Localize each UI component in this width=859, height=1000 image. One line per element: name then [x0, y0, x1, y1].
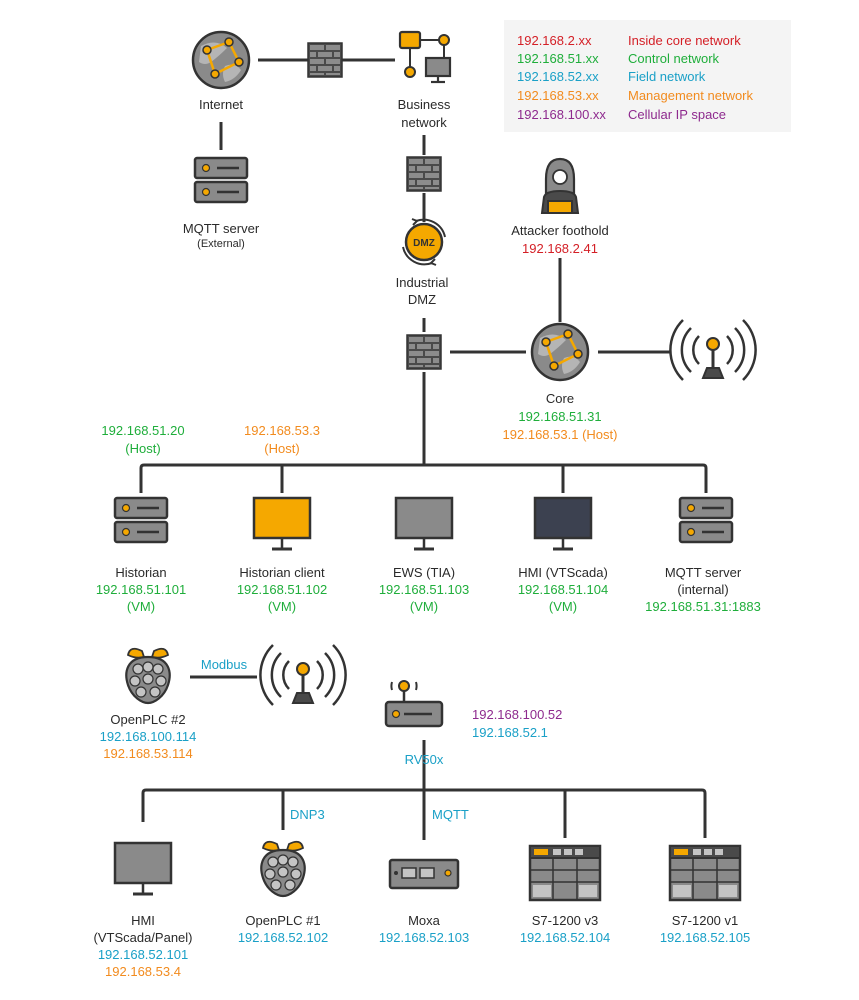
core-ip-control: 192.168.51.31 [518, 409, 602, 424]
historian-client-monitor-icon [252, 496, 312, 551]
field-hmi-ip-field: 192.168.52.101 [97, 947, 189, 962]
ews-vm: (VM) [409, 599, 439, 614]
internet-label: Internet [198, 97, 244, 112]
s7-1200-v3-label: S7-1200 v3 [531, 913, 599, 928]
industrial-dmz-label-line1: Industrial [395, 275, 449, 290]
openplc2-label: OpenPLC #2 [110, 712, 186, 727]
openplc1-raspberry-pi-icon [260, 840, 306, 898]
openplc2-ip-management: 192.168.53.114 [103, 746, 193, 761]
host2-ip: 192.168.53.3 [244, 423, 320, 438]
mqtt-external-sublabel: (External) [197, 238, 245, 250]
legend-label: Inside core network [628, 33, 741, 48]
s7-1200-v1-label: S7-1200 v1 [671, 913, 739, 928]
rv50x-router-icon [384, 680, 444, 728]
attacker-label: Attacker foothold [511, 223, 609, 238]
mqtt-label: MQTT [432, 807, 469, 822]
core-ip-management: 192.168.53.1 (Host) [502, 427, 618, 442]
host1-ip: 192.168.51.20 [101, 423, 185, 438]
host1-label: (Host) [125, 441, 161, 456]
field-hmi-sublabel: (VTScada/Panel) [93, 930, 193, 945]
ews-ip: 192.168.51.103 [378, 582, 470, 597]
field-hmi-monitor-icon [113, 841, 173, 896]
historian-label: Historian [115, 565, 167, 580]
hmi-vtscada-ip: 192.168.51.104 [517, 582, 609, 597]
historian-server-icon [113, 496, 169, 544]
cellular-antenna-icon [668, 318, 758, 382]
ews-label: EWS (TIA) [392, 565, 456, 580]
rv50x-label: RV50x [404, 752, 444, 767]
legend-label: Control network [628, 51, 720, 66]
internet-globe-icon [191, 30, 251, 90]
connection-lines [139, 58, 708, 840]
dmz-icon: DMZ [402, 218, 446, 266]
historian-client-label: Historian client [239, 565, 325, 580]
s7-1200-v1-ip: 192.168.52.105 [659, 930, 751, 945]
mqtt-external-server-icon [193, 156, 249, 204]
legend-ip: 192.168.100.xx [517, 107, 606, 122]
core-globe-icon [530, 322, 590, 382]
field-hmi-ip-management: 192.168.53.4 [105, 964, 181, 979]
field-hmi-label: HMI [131, 913, 155, 928]
attacker-icon [540, 157, 580, 214]
mqtt-internal-sublabel: (internal) [677, 582, 729, 597]
firewall-icon [406, 156, 442, 192]
s7-1200-v3-ip: 192.168.52.104 [519, 930, 611, 945]
business-network-label-line1: Business [397, 97, 451, 112]
openplc1-label: OpenPLC #1 [245, 913, 321, 928]
business-network-label-line2: network [401, 115, 447, 130]
industrial-dmz-label-line2: DMZ [407, 292, 437, 307]
rv50x-ip-cellular: 192.168.100.52 [472, 707, 563, 722]
historian-client-vm: (VM) [267, 599, 297, 614]
moxa-label: Moxa [408, 913, 440, 928]
historian-client-ip: 192.168.51.102 [236, 582, 328, 597]
hmi-vtscada-vm: (VM) [548, 599, 578, 614]
core-label: Core [545, 391, 575, 406]
legend-box: 192.168.2.xx Inside core network 192.168… [504, 20, 791, 132]
historian-vm: (VM) [126, 599, 156, 614]
legend-label: Management network [628, 88, 754, 103]
legend-ip: 192.168.2.xx [517, 33, 592, 48]
mqtt-internal-label: MQTT server [664, 565, 742, 580]
legend-label: Cellular IP space [628, 107, 727, 122]
ews-monitor-icon [394, 496, 454, 551]
historian-ip: 192.168.51.101 [95, 582, 187, 597]
openplc1-ip: 192.168.52.102 [237, 930, 329, 945]
s7-1200-v3-plc-icon [528, 844, 602, 902]
hmi-vtscada-label: HMI (VTScada) [518, 565, 608, 580]
firewall-icon [406, 334, 442, 370]
hmi-monitor-icon [533, 496, 593, 551]
mqtt-internal-server-icon [678, 496, 734, 544]
openplc2-raspberry-pi-icon [125, 647, 171, 705]
business-network-icon [398, 30, 452, 84]
firewall-icon [307, 42, 343, 78]
moxa-device-icon [388, 858, 460, 890]
rv50x-ip-field: 192.168.52.1 [472, 725, 548, 740]
mqtt-internal-ip: 192.168.51.31:1883 [645, 599, 761, 614]
s7-1200-v1-plc-icon [668, 844, 742, 902]
openplc2-ip-cellular: 192.168.100.114 [99, 729, 197, 744]
moxa-ip: 192.168.52.103 [378, 930, 470, 945]
dmz-badge-label: DMZ [413, 238, 435, 249]
legend-label: Field network [628, 69, 706, 84]
legend-ip: 192.168.52.xx [517, 69, 599, 84]
mqtt-external-label: MQTT server [182, 221, 260, 236]
legend-ip: 192.168.53.xx [517, 88, 599, 103]
legend-ip: 192.168.51.xx [517, 51, 599, 66]
host2-label: (Host) [264, 441, 300, 456]
cellular-antenna-icon [258, 643, 348, 707]
modbus-label: Modbus [200, 657, 248, 672]
attacker-ip: 192.168.2.41 [522, 241, 598, 256]
dnp3-label: DNP3 [290, 807, 325, 822]
